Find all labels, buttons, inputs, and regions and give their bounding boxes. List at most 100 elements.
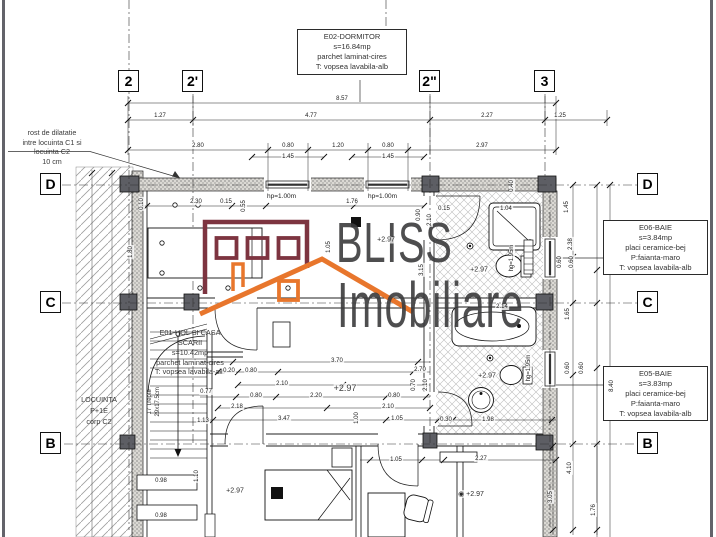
watermark-imobiliare: Imobiliare — [337, 269, 524, 341]
logo-building — [202, 219, 310, 294]
dim-tick — [569, 299, 577, 307]
text-line: P:faianta-maro — [630, 398, 681, 408]
dim-tick — [593, 440, 601, 448]
dim-tick — [274, 368, 282, 376]
pier — [204, 513, 216, 537]
text-line: T: vopsea lavabila-alb — [619, 408, 692, 418]
cabinet-2 — [136, 504, 198, 521]
text-line: E05-BAIE — [639, 369, 672, 378]
text-line: T: vopsea lavabila-alb — [315, 61, 389, 71]
window-top-1 — [264, 177, 311, 192]
text-line: T: vopsea lavabila-alb — [619, 262, 692, 272]
shelf — [439, 451, 478, 463]
page-border-right — [710, 0, 713, 537]
page-border-left — [2, 0, 5, 537]
dilatation-hatch-wall — [75, 166, 134, 537]
dim-tick — [323, 404, 331, 412]
text-line: P+1E — [90, 405, 108, 415]
text-line: T: vopsea lavabila-alb — [154, 367, 226, 377]
text-line: P:faianta-maro — [630, 252, 681, 262]
text-line: rost de dilatatie — [27, 128, 77, 137]
dim-tick — [234, 381, 242, 389]
bliss-logo — [198, 219, 415, 317]
bathroom-fixtures — [451, 202, 541, 413]
watermark-bliss: BLISS — [336, 211, 453, 275]
dim-tick — [420, 202, 428, 210]
text-line: E02-DORMITOR — [323, 32, 381, 41]
dim-tick — [552, 456, 560, 464]
dim-tick — [320, 153, 328, 161]
dim-tick — [264, 146, 272, 154]
dim-tick — [418, 456, 426, 464]
dim-tick — [593, 526, 601, 534]
dim-tick — [426, 404, 434, 412]
dim-tick — [209, 416, 217, 424]
door-room-right — [377, 443, 419, 487]
dim-tick — [548, 416, 556, 424]
dim-tick — [189, 116, 197, 124]
text-line: placi ceramice-bej — [625, 242, 686, 252]
text-line: s=16.84mp — [333, 41, 371, 51]
radiator-e06 — [523, 239, 534, 275]
nightstand — [331, 447, 353, 468]
office-chair — [403, 494, 434, 524]
dim-tick — [124, 146, 132, 154]
dim-tick — [549, 526, 557, 534]
dim-tick — [262, 202, 270, 210]
floor-drain-e05 — [486, 354, 494, 362]
dim-tick — [422, 393, 430, 401]
logo-house-roof — [198, 256, 415, 317]
cabinet-1 — [136, 474, 198, 491]
dim-tick — [228, 202, 236, 210]
shower-tray — [488, 202, 541, 251]
dim-tick — [304, 146, 312, 154]
text-line: intre locuinta C1 si — [22, 137, 82, 147]
text-line: LOCUINTA — [81, 395, 117, 404]
dim-tick — [569, 181, 577, 189]
dim-tick — [348, 153, 356, 161]
text-line: 17 Trepte — [147, 389, 154, 415]
text-line: s=3.84mp — [638, 232, 673, 242]
dim-tick — [603, 116, 611, 124]
ceiling-dots — [159, 202, 291, 291]
text-line: 29x17.5cm — [155, 387, 161, 417]
dim-tick — [382, 416, 390, 424]
shaft — [272, 321, 291, 348]
door-room-left — [224, 405, 264, 445]
text-line: placi ceramice-bej — [625, 388, 686, 398]
dim-tick — [272, 393, 280, 401]
dim-tick — [606, 181, 614, 189]
text-line: 10 cm — [42, 157, 62, 167]
dim-tick — [593, 364, 601, 372]
dim-tick — [143, 202, 151, 210]
dim-tick — [593, 299, 601, 307]
dim-tick — [364, 146, 372, 154]
dim-tick — [229, 358, 237, 366]
dim-tick — [124, 116, 132, 124]
dim-tick — [569, 371, 577, 379]
dim-tick — [552, 99, 560, 107]
text-line: E06-BAIE — [639, 223, 672, 232]
dim-tick — [440, 456, 448, 464]
bed-bottom — [264, 469, 353, 521]
text-line: s=3.83mp — [638, 378, 673, 388]
dim-tick — [232, 393, 240, 401]
dim-tick — [593, 181, 601, 189]
sink-e05 — [468, 387, 494, 413]
staircase — [147, 323, 208, 459]
text-line: s=10.42mp — [171, 347, 209, 357]
dim-tick — [426, 116, 434, 124]
dim-tick — [569, 440, 577, 448]
dim-tick — [214, 404, 222, 412]
door-e02 — [214, 307, 258, 351]
toilet-e05 — [499, 365, 533, 385]
dim-tick — [124, 99, 132, 107]
leader-lines — [8, 80, 604, 386]
